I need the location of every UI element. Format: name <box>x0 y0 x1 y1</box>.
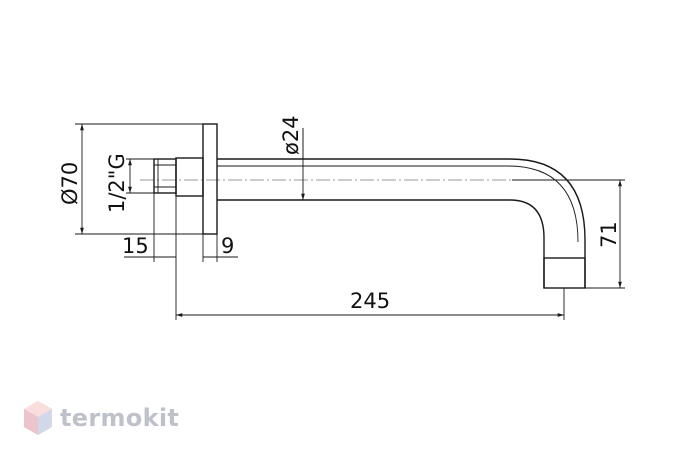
drop-height-label: 71 <box>597 221 621 248</box>
flange-diameter-dimension: Ø70 <box>58 123 203 235</box>
termokit-watermark: termokit <box>22 396 179 440</box>
outlet-connector <box>543 257 586 289</box>
thread-label: 1/2"G <box>105 153 129 213</box>
total-length-label: 245 <box>350 289 390 313</box>
flange-diameter-label: Ø70 <box>58 162 82 205</box>
tube-diameter-label: ø24 <box>279 115 303 155</box>
flange-thickness-dimension: 9 <box>202 234 238 262</box>
total-length-dimension: 245 <box>175 262 565 320</box>
thread-length-label: 15 <box>122 234 149 258</box>
tube-diameter-dimension: ø24 <box>279 115 305 200</box>
arm-tube <box>217 158 586 289</box>
wall-flange <box>175 123 218 235</box>
thread-length-dimension: 15 <box>122 193 177 262</box>
drop-height-dimension: 71 <box>512 179 625 289</box>
watermark-brand-text: termokit <box>60 404 180 432</box>
hexagon-logo-icon <box>24 401 52 435</box>
thread-dimension: 1/2"G <box>105 153 154 213</box>
thread-nipple <box>153 158 177 194</box>
flange-thickness-label: 9 <box>221 234 234 258</box>
